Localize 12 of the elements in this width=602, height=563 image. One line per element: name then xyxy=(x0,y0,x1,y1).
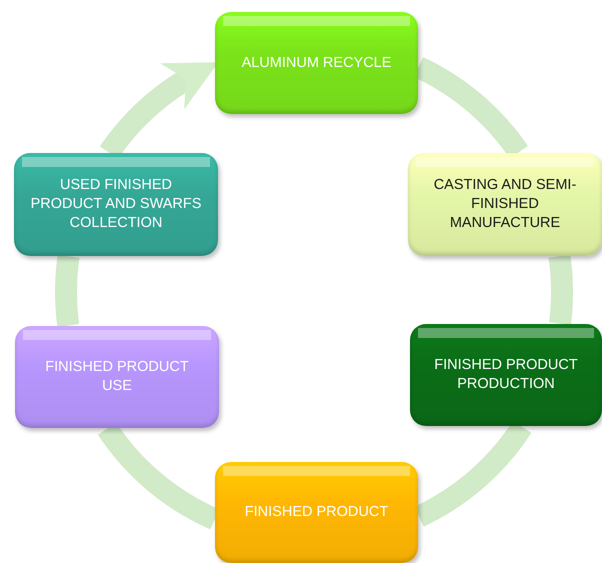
step-label: USED FINISHED PRODUCT AND SWARFS COLLECTION xyxy=(30,176,202,233)
process-box xyxy=(215,12,418,114)
step-label: FINISHED PRODUCT PRODUCTION xyxy=(433,356,579,394)
step-label: CASTING AND SEMI-FINISHED MANUFACTURE xyxy=(432,176,578,233)
process-box xyxy=(408,153,602,256)
process-box xyxy=(410,324,602,426)
process-box xyxy=(215,462,418,563)
process-box xyxy=(15,326,219,428)
step-label: FINISHED PRODUCT USE xyxy=(44,358,190,396)
step-label: ALUMINUM RECYCLE xyxy=(242,54,392,72)
process-box xyxy=(14,153,218,256)
step-label: FINISHED PRODUCT xyxy=(244,503,388,522)
